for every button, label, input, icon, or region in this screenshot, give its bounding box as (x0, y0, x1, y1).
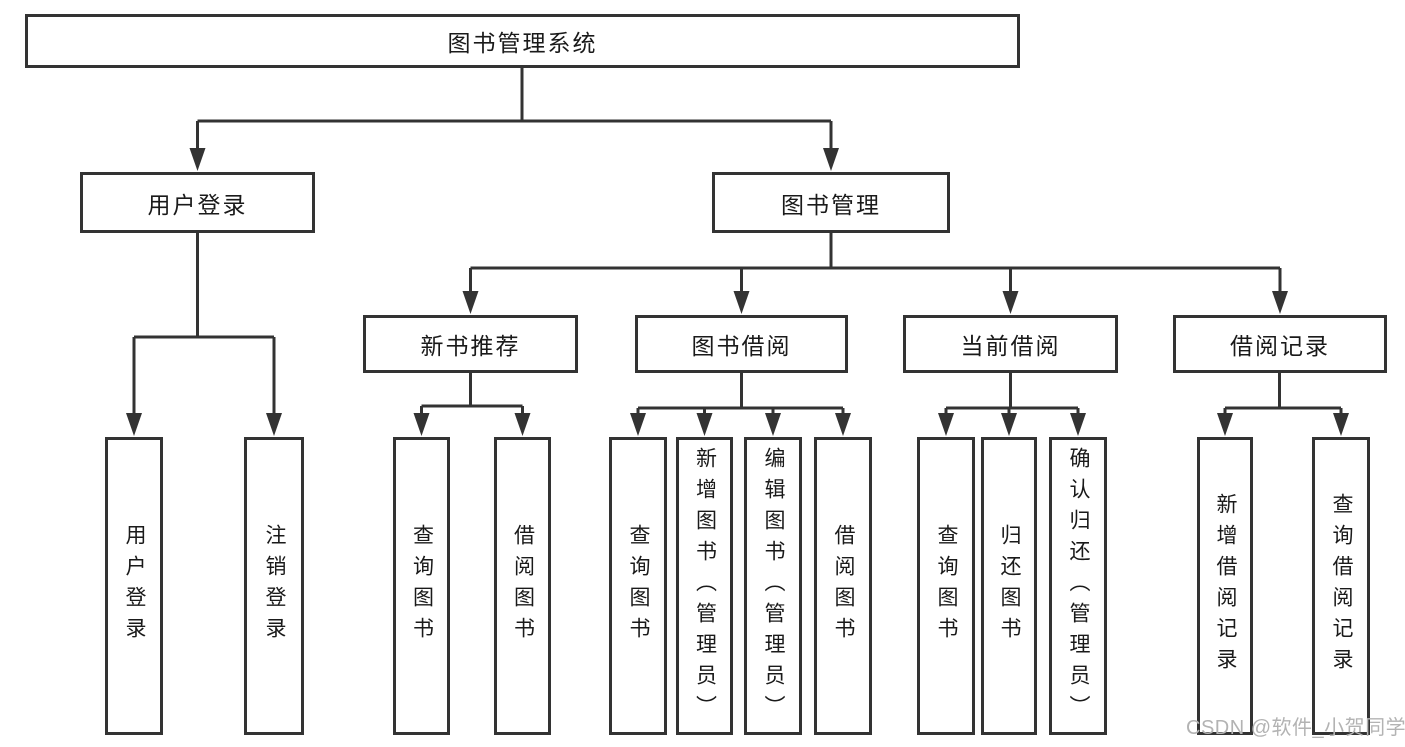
leaf-confirm-return-admin: 确认归还（管理员） (1049, 437, 1107, 735)
node-book-management-label: 图书管理 (781, 191, 881, 218)
leaf-user-login: 用户登录 (105, 437, 163, 735)
node-borrowing-records: 借阅记录 (1173, 315, 1387, 373)
leaf-query-books-borrowing: 查询图书 (609, 437, 667, 735)
leaf-add-books-admin: 新增图书（管理员） (676, 437, 733, 735)
node-book-borrowing-label: 图书借阅 (691, 333, 792, 359)
leaf-return-books-label: 归还图书 (998, 524, 1021, 648)
node-new-book-recommend: 新书推荐 (363, 315, 578, 373)
node-user-login-label: 用户登录 (147, 191, 248, 218)
leaf-query-books-borrowing-label: 查询图书 (627, 524, 650, 648)
leaf-borrow-books: 借阅图书 (814, 437, 872, 735)
leaf-return-books: 归还图书 (981, 437, 1037, 735)
leaf-borrow-books-recommend-label: 借阅图书 (511, 524, 535, 648)
node-new-book-recommend-label: 新书推荐 (420, 333, 521, 359)
leaf-add-borrow-record-label: 新增借阅记录 (1214, 493, 1237, 679)
leaf-query-books-recommend: 查询图书 (393, 437, 450, 735)
leaf-query-borrow-record: 查询借阅记录 (1312, 437, 1370, 735)
leaf-add-borrow-record: 新增借阅记录 (1197, 437, 1253, 735)
leaf-add-books-admin-label: 新增图书（管理员） (693, 446, 717, 726)
leaf-borrow-books-label: 借阅图书 (832, 524, 855, 648)
leaf-logout: 注销登录 (244, 437, 304, 735)
leaf-borrow-books-recommend: 借阅图书 (494, 437, 551, 735)
leaf-edit-books-admin-label: 编辑图书（管理员） (762, 446, 785, 726)
arrowheads (126, 148, 1349, 436)
node-book-borrowing: 图书借阅 (635, 315, 848, 373)
leaf-user-login-label: 用户登录 (123, 524, 146, 648)
leaf-query-books-recommend-label: 查询图书 (410, 524, 434, 648)
leaf-logout-label: 注销登录 (263, 524, 286, 648)
node-library-system: 图书管理系统 (25, 14, 1020, 68)
leaf-query-books-current: 查询图书 (917, 437, 975, 735)
leaf-query-books-current-label: 查询图书 (935, 524, 958, 648)
leaf-edit-books-admin: 编辑图书（管理员） (744, 437, 802, 735)
csdn-watermark: CSDN @软件_小贺同学 (1186, 717, 1405, 739)
node-user-login: 用户登录 (80, 172, 315, 233)
node-current-borrowing: 当前借阅 (903, 315, 1118, 373)
leaf-confirm-return-admin-label: 确认归还（管理员） (1067, 446, 1090, 726)
node-book-management: 图书管理 (712, 172, 950, 233)
node-library-system-label: 图书管理系统 (447, 30, 598, 56)
node-current-borrowing-label: 当前借阅 (960, 333, 1061, 359)
node-borrowing-records-label: 借阅记录 (1230, 333, 1330, 359)
leaf-query-borrow-record-label: 查询借阅记录 (1330, 493, 1353, 679)
